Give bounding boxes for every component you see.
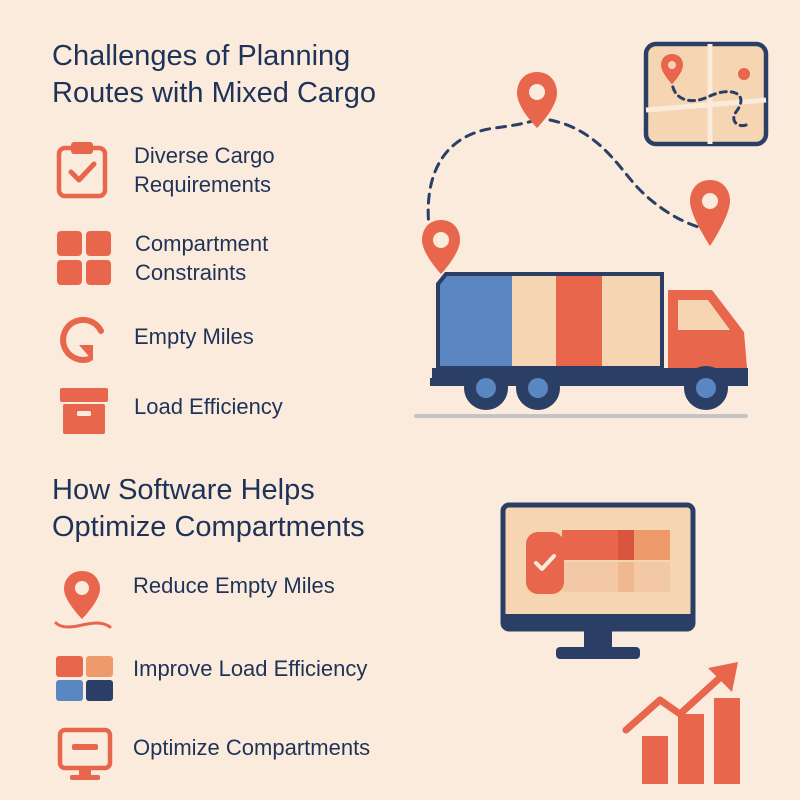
- compartment-grid-icon: [57, 231, 112, 286]
- section1-title-line1: Challenges of Planning: [52, 40, 351, 72]
- load-grid-icon: [56, 656, 114, 702]
- item-load-efficiency: Load Efficiency: [134, 394, 283, 419]
- item-reduce-empty-miles: Reduce Empty Miles: [133, 573, 335, 598]
- circular-arrow-icon: [57, 311, 112, 366]
- item-diverse-cargo: Diverse Cargo Requirements: [134, 143, 275, 197]
- route-map-icon: [640, 40, 770, 148]
- item-compartment-constraints: Compartment Constraints: [135, 231, 269, 285]
- section1-title-line2: Routes with Mixed Cargo: [52, 77, 376, 109]
- location-pin-icon: [517, 72, 557, 128]
- route-path-illustration: [400, 60, 760, 290]
- item-improve-load-efficiency: Improve Load Efficiency: [133, 656, 368, 681]
- clipboard-check-icon: [55, 140, 110, 200]
- item-empty-miles: Empty Miles: [134, 324, 254, 349]
- section2-title-line2: Optimize Compartments: [52, 511, 365, 543]
- growth-bar-chart-icon: [620, 658, 750, 788]
- location-pin-route-icon: [52, 567, 114, 633]
- section1-title: Challenges of Planning Routes with Mixed…: [52, 38, 376, 112]
- item-optimize-compartments: Optimize Compartments: [133, 735, 371, 760]
- monitor-dashboard-illustration: [500, 502, 696, 662]
- monitor-icon: [57, 727, 113, 783]
- box-icon: [60, 384, 110, 436]
- location-pin-icon: [422, 220, 460, 274]
- truck-illustration: [412, 270, 752, 425]
- location-pin-icon: [690, 180, 730, 246]
- section2-title-line1: How Software Helps: [52, 474, 315, 506]
- section2-title: How Software Helps Optimize Compartments: [52, 472, 365, 546]
